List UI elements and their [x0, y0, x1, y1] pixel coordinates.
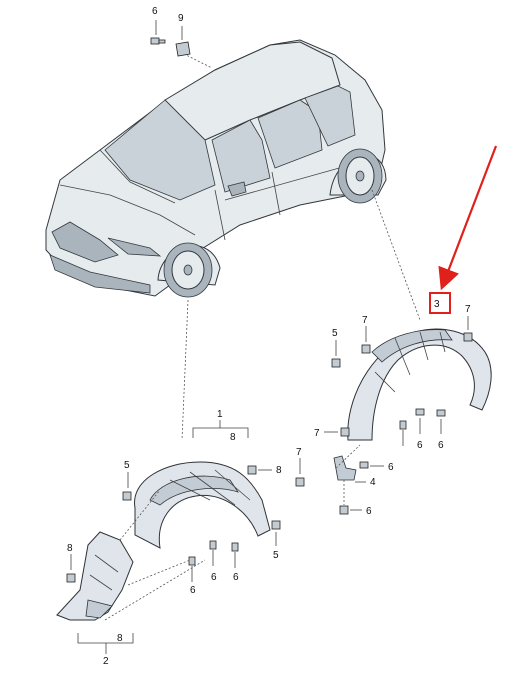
callout-6-rear-a: 6: [417, 440, 423, 451]
nut-8-left: [66, 554, 76, 583]
callout-6-rear-b: 6: [438, 440, 444, 451]
screw-7-rear: [361, 326, 371, 354]
callout-6-a: 6: [190, 585, 196, 596]
callout-6-b: 6: [211, 572, 217, 583]
callout-6-bottom: 6: [366, 506, 372, 517]
highlight-arrow: [438, 145, 498, 291]
callout-3: 3: [434, 299, 440, 310]
callout-5-right: 5: [273, 550, 279, 561]
callout-6-top: 6: [152, 6, 158, 17]
callout-5-rear: 5: [332, 328, 338, 339]
callout-1: 1: [217, 409, 223, 420]
front-lower-panel-2: [56, 531, 134, 621]
top-clip-9: [175, 26, 191, 57]
screw-5-left: [122, 472, 132, 501]
screw-7-left-rear: [324, 427, 350, 437]
screws-6-front: [188, 540, 239, 582]
screw-7-bracket: [295, 458, 305, 487]
callout-2: 2: [103, 656, 109, 667]
callout-8-group1: 8: [230, 432, 236, 443]
callout-7-rear: 7: [362, 315, 368, 326]
rear-wheelhouse-liner-3: [347, 328, 492, 441]
callout-6-c: 6: [233, 572, 239, 583]
screw-5-right: [271, 520, 281, 546]
callout-4: 4: [370, 477, 376, 488]
indicator-line-rear: [371, 189, 421, 321]
indicator-line-front: [181, 299, 189, 441]
bracket-4: [333, 455, 357, 481]
callout-5-left: 5: [124, 460, 130, 471]
bracket-2: [77, 633, 134, 644]
callout-6-bracket: 6: [388, 462, 394, 473]
car-illustration: [45, 39, 387, 298]
callout-7-left-rear: 7: [314, 428, 320, 439]
callout-7-bracket: 7: [296, 447, 302, 458]
screws-6-rear: [399, 408, 446, 446]
callout-9-top: 9: [178, 13, 184, 24]
callout-7-top-right: 7: [465, 304, 471, 315]
callout-8-group2: 8: [117, 633, 123, 644]
screw-6-bracket: [359, 461, 384, 469]
screw-7-top-right: [463, 316, 473, 342]
screw-6-bottom: [339, 505, 362, 515]
highlight-box-3: [429, 292, 451, 314]
bracket-1: [192, 427, 249, 438]
screw-5-rear: [331, 340, 341, 368]
callout-8-mid: 8: [276, 465, 282, 476]
top-screw-6: [150, 20, 166, 45]
front-wheelhouse-liner-1: [134, 461, 271, 549]
nut-8-mid: [247, 465, 272, 475]
callout-8-left: 8: [67, 543, 73, 554]
